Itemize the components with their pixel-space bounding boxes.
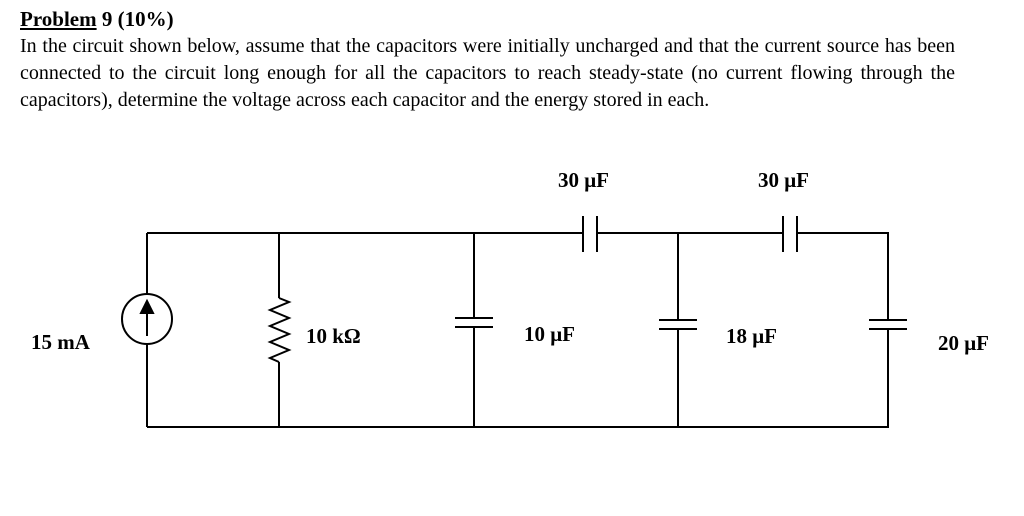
resistor-label: 10 kΩ <box>306 324 361 348</box>
problem-title: Problem <box>20 7 97 31</box>
resistor-zigzag <box>267 297 292 363</box>
cap-series-1-plates <box>582 216 598 252</box>
cap-series-1-label: 30 μF <box>558 168 609 192</box>
cap-shunt-2-label: 18 μF <box>726 324 777 348</box>
cap-shunt-3-plates <box>869 319 907 330</box>
problem-text: In the circuit shown below, assume that … <box>20 35 955 111</box>
cap-shunt-1-plates <box>455 317 493 328</box>
problem-number-weight: 9 (10%) <box>96 7 174 31</box>
top-wire-right <box>797 232 889 320</box>
problem-heading: Problem 9 (10%) <box>20 6 955 33</box>
current-source-circle <box>121 293 173 345</box>
cap-series-2-label: 30 μF <box>758 168 809 192</box>
source-label: 15 mA <box>31 330 91 354</box>
cap-series-2-plates <box>782 216 798 252</box>
cap-shunt-2-plates <box>659 319 697 330</box>
cap-shunt-3-label: 20 μF <box>938 331 989 355</box>
bottom-wire <box>147 345 889 428</box>
problem-statement: Problem 9 (10%) In the circuit shown bel… <box>20 6 955 114</box>
cap-shunt-1-label: 10 μF <box>524 322 575 346</box>
